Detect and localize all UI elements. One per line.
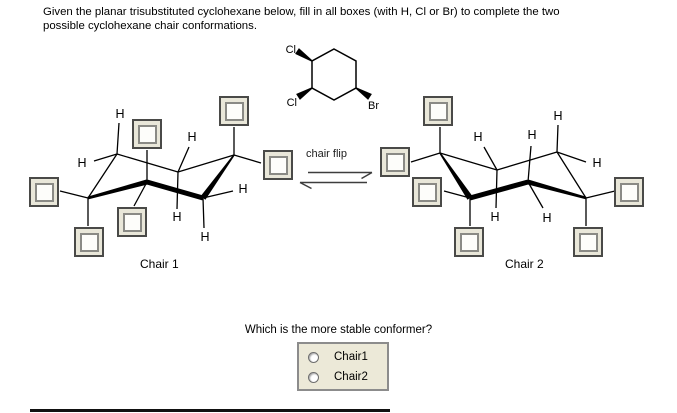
answer-box-input[interactable] xyxy=(34,182,54,202)
answer-box-chair1-mid-axial-up[interactable] xyxy=(132,119,162,149)
answer-box-input[interactable] xyxy=(385,152,405,172)
chair2-h-axial-down-mid: H xyxy=(490,210,499,224)
chair2-h-equatorial-down: H xyxy=(542,211,551,225)
answer-box-input[interactable] xyxy=(428,101,448,121)
problem-statement-line2: possible cyclohexane chair conformations… xyxy=(43,19,258,32)
radio-option-chair2[interactable]: Chair2 xyxy=(308,370,368,384)
wedge-bond-cl-bottom xyxy=(296,87,313,100)
answer-box-chair2-right-axial-down[interactable] xyxy=(573,227,603,257)
answer-box-chair1-mid-equatorial[interactable] xyxy=(117,207,147,237)
answer-box-chair2-left-axial-up[interactable] xyxy=(423,96,453,126)
chair2-h-equatorial-up: H xyxy=(473,130,482,144)
planar-molecule: Cl Cl Br xyxy=(286,44,380,112)
equilibrium-arrows-icon xyxy=(299,171,373,190)
chair1-h-equatorial-right: H xyxy=(238,182,247,196)
chair2-label: Chair 2 xyxy=(505,257,544,271)
answer-box-chair2-mid-equatorial[interactable] xyxy=(412,177,442,207)
answer-box-input[interactable] xyxy=(79,232,99,252)
wedge-bond-br xyxy=(355,87,372,100)
atom-label-br: Br xyxy=(368,100,379,112)
answer-box-chair1-left-equatorial[interactable] xyxy=(29,177,59,207)
answer-box-chair1-right-axial-up[interactable] xyxy=(219,96,249,126)
radio-button-icon[interactable] xyxy=(308,351,319,363)
chair1-h-axial-up: H xyxy=(115,107,124,121)
chair2-structure: H H H H H H xyxy=(410,109,616,226)
answer-box-input[interactable] xyxy=(224,101,244,121)
atom-label-cl-bottom: Cl xyxy=(287,97,297,109)
answer-box-input[interactable] xyxy=(268,155,288,175)
chair2-h-axial-up-mid: H xyxy=(527,128,536,142)
answer-box-input[interactable] xyxy=(122,212,142,232)
chair-flip-label: chair flip xyxy=(306,148,347,160)
answer-box-input[interactable] xyxy=(578,232,598,252)
answer-box-input[interactable] xyxy=(619,182,639,202)
conformer-radio-group: Chair1 Chair2 xyxy=(297,342,389,391)
chair1-structure: H H H H H H xyxy=(59,107,262,244)
chair2-h-equatorial-right: H xyxy=(592,156,601,170)
answer-box-input[interactable] xyxy=(459,232,479,252)
chair1-label: Chair 1 xyxy=(140,257,179,271)
answer-box-chair2-mid-axial-down[interactable] xyxy=(454,227,484,257)
radio-option-chair1[interactable]: Chair1 xyxy=(308,350,368,364)
radio-button-icon[interactable] xyxy=(308,371,319,383)
chair2-h-axial-up-right: H xyxy=(553,109,562,123)
atom-label-cl-top: Cl xyxy=(286,44,296,56)
wedge-bond-cl-top xyxy=(295,48,313,62)
answer-box-chair2-left-equatorial[interactable] xyxy=(380,147,410,177)
answer-box-chair1-right-equatorial[interactable] xyxy=(263,150,293,180)
answer-box-chair2-right-equatorial[interactable] xyxy=(614,177,644,207)
answer-box-input[interactable] xyxy=(417,182,437,202)
chair1-h-axial-down-right: H xyxy=(200,230,209,244)
chair1-h-axial-down-mid: H xyxy=(172,210,181,224)
problem-statement-line1: Given the planar trisubstituted cyclohex… xyxy=(43,6,560,18)
radio-option-label: Chair2 xyxy=(334,371,368,383)
chair1-h-equatorial-up: H xyxy=(187,130,196,144)
stability-question: Which is the more stable conformer? xyxy=(244,324,433,336)
answer-box-chair1-left-axial[interactable] xyxy=(74,227,104,257)
answer-box-input[interactable] xyxy=(137,124,157,144)
problem-statement: Given the planar trisubstituted cyclohex… xyxy=(43,6,643,33)
chair1-h-equatorial-left: H xyxy=(77,156,86,170)
bottom-divider-line xyxy=(30,409,390,412)
radio-option-label: Chair1 xyxy=(334,351,368,363)
